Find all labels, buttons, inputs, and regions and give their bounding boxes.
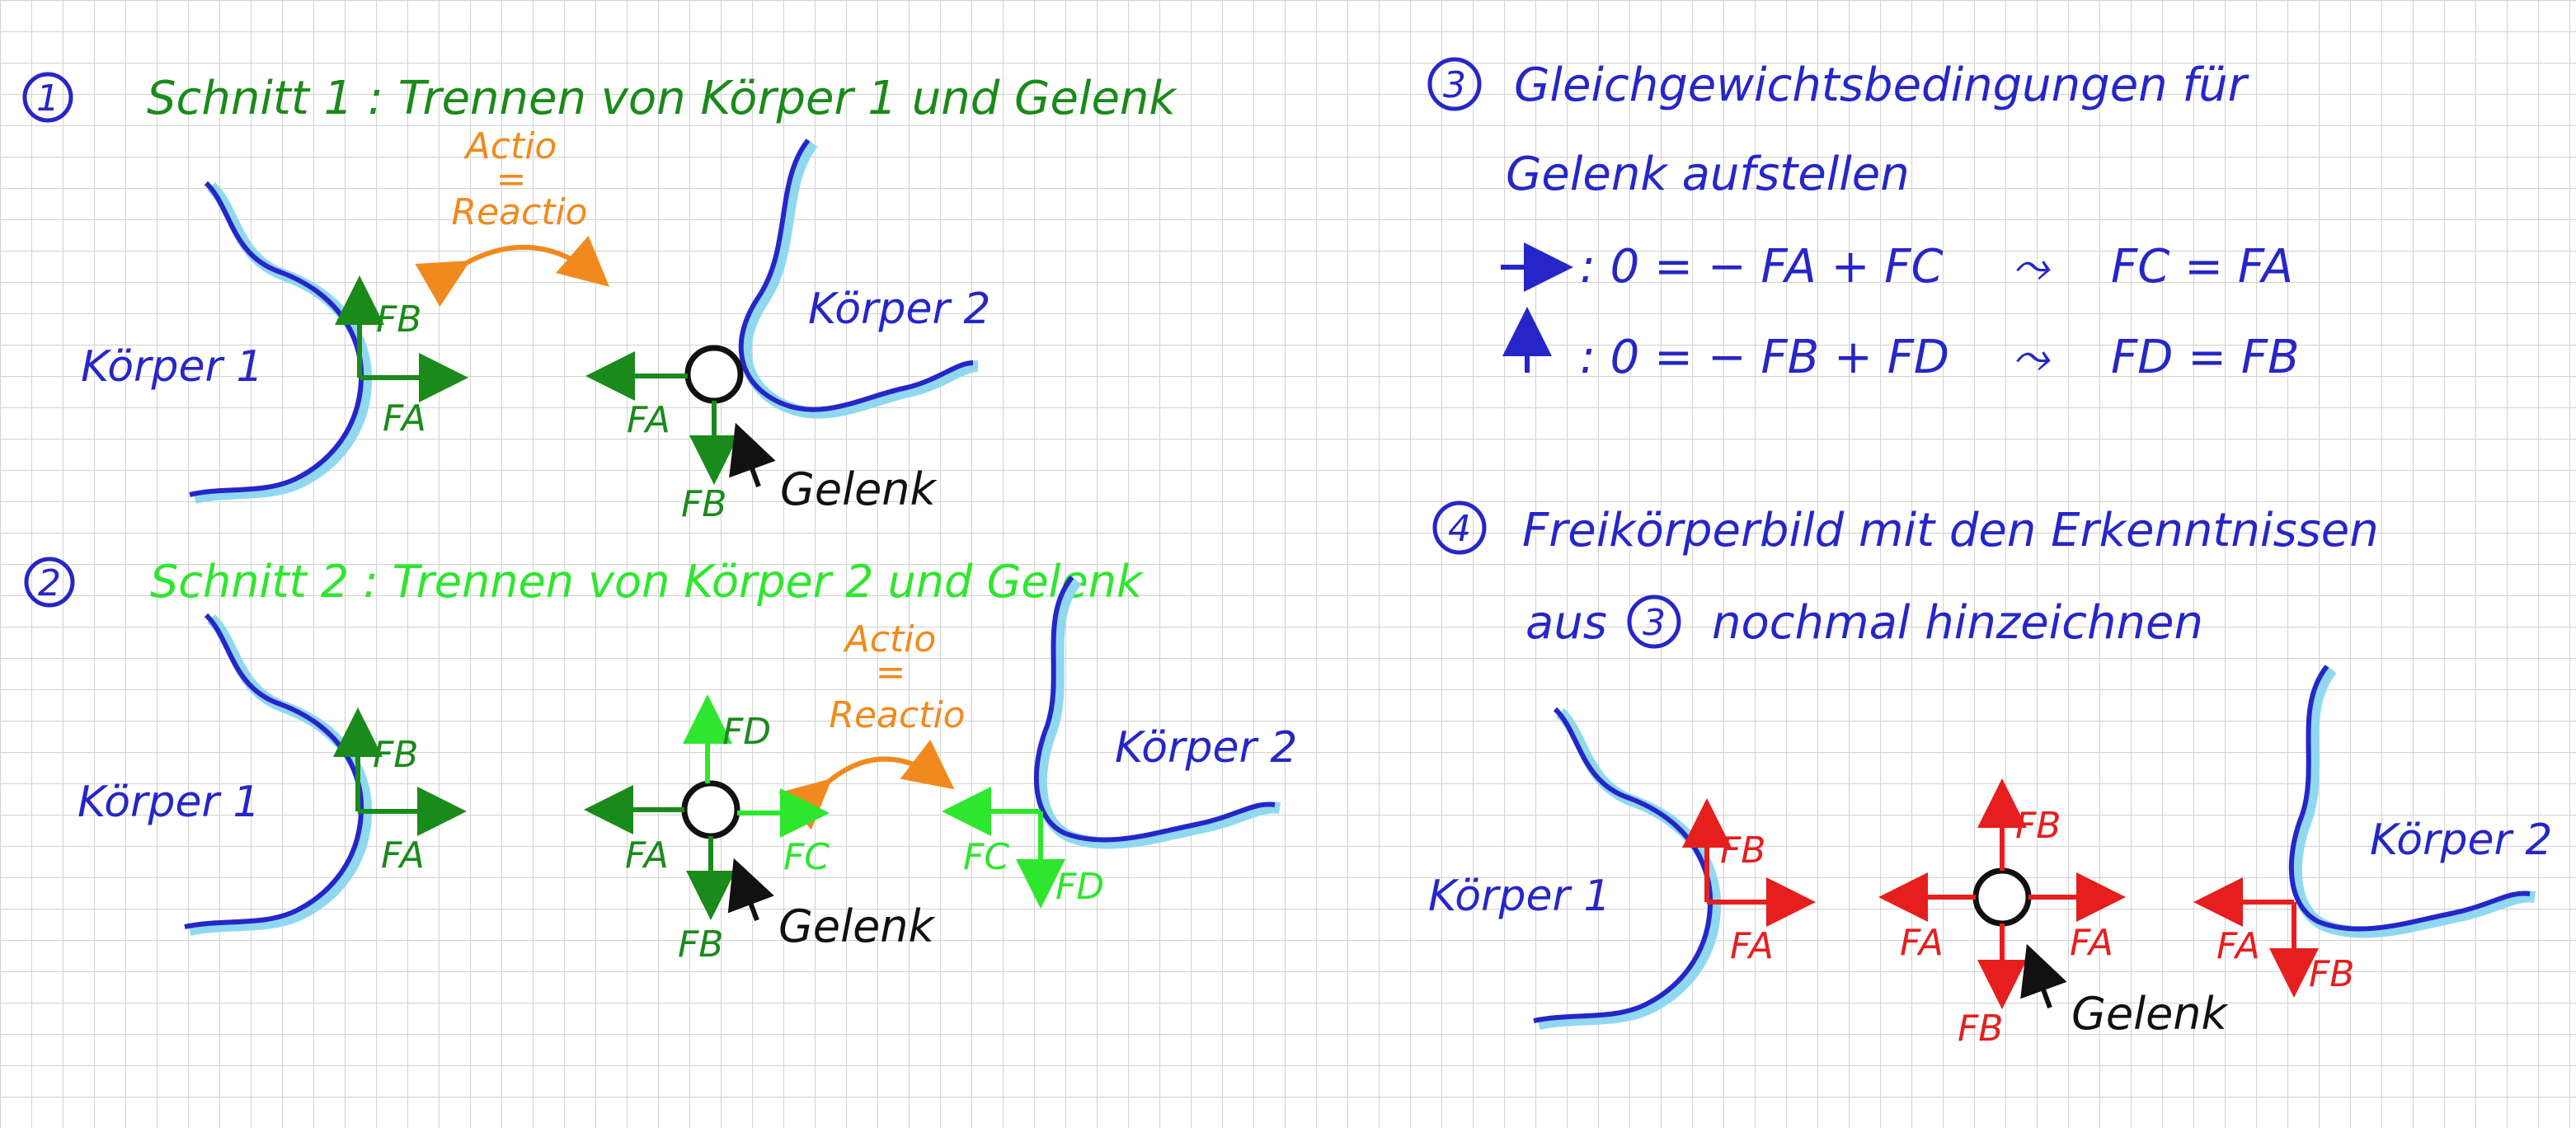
force-fa-joint-label: FA: [625, 834, 669, 877]
body-2-outline: [1033, 576, 1276, 843]
body-2-label: Körper 2: [1115, 723, 1297, 773]
force-fb-body2-label: FB: [2309, 953, 2355, 995]
section-1-number: 1: [36, 78, 59, 120]
section-2: 2 Schnitt 2 : Trennen von Körper 2 und G…: [24, 556, 1297, 966]
section-2-reactio: Reactio: [829, 694, 965, 736]
implies-symbol-1: ⤳: [2012, 240, 2051, 294]
joint-pointer: [2020, 943, 2067, 1009]
section-3-number-circle: [1427, 57, 1482, 111]
section-1-actio: Actio: [463, 125, 557, 167]
force-fb-label: FB: [376, 298, 422, 341]
force-fa-body2-label: FA: [2216, 925, 2260, 967]
joint-pointer: [729, 422, 776, 488]
force-fa-left-joint-label: FA: [1900, 922, 1944, 964]
force-fa-right-joint-label: FA: [2070, 922, 2113, 964]
section-1-equals: =: [496, 158, 527, 200]
force-fa-label: FA: [383, 397, 426, 439]
section-2-number: 2: [38, 562, 61, 604]
section-1-reactio: Reactio: [451, 191, 587, 233]
joint-circle: [684, 345, 744, 404]
equation-horizontal: : 0 = − FA + FC: [1580, 240, 1944, 294]
force-fc-joint-label: FC: [783, 836, 830, 878]
body-2-label: Körper 2: [808, 284, 990, 334]
result-fd-equals-fb: FD = FB: [2111, 331, 2299, 384]
section-2-actio-reactio-arrow: [778, 739, 955, 830]
section-1-title: Schnitt 1 : Trennen von Körper 1 und Gel…: [147, 72, 1178, 125]
section-3-number: 3: [1443, 64, 1466, 106]
force-fc-body2-label: FC: [963, 836, 1009, 878]
section-1-number-circle: [22, 72, 73, 123]
body-1-label: Körper 1: [78, 778, 260, 827]
section-3-title-line-2: Gelenk aufstellen: [1506, 148, 1910, 201]
joint-circle: [681, 780, 740, 839]
section-1: 1 Schnitt 1 : Trennen von Körper 1 und G…: [22, 72, 1178, 525]
equation-vertical: : 0 = − FB + FD: [1580, 331, 1949, 384]
force-fd-body2-label: FD: [1055, 866, 1104, 908]
force-fd-joint-label: FD: [722, 711, 771, 753]
force-fb-label: FB: [373, 734, 419, 776]
force-fb-down-joint-label: FB: [1958, 1008, 2004, 1050]
section-2-actio: Actio: [843, 618, 937, 660]
section-3-title-line-1: Gleichgewichtsbedingungen für: [1514, 59, 2249, 112]
section-4-number-circle: [1432, 501, 1487, 555]
section-2-equals: =: [876, 651, 906, 693]
force-fa-label: FA: [1730, 925, 1774, 967]
joint-label: Gelenk: [778, 900, 937, 952]
force-fa-label: FA: [381, 834, 425, 877]
joint-pointer: [727, 858, 774, 922]
body-1-label: Körper 1: [1428, 872, 1610, 921]
result-fc-equals-fa: FC = FA: [2111, 240, 2293, 294]
joint-label: Gelenk: [780, 463, 938, 515]
section-3: 3 Gleichgewichtsbedingungen für Gelenk a…: [1427, 57, 2299, 384]
section-4-title-line-2-a: aus: [1525, 596, 1607, 650]
section-1-actio-reactio-arrow: [415, 235, 610, 307]
body-2-label: Körper 2: [2370, 815, 2552, 865]
section-4-number: 4: [1448, 508, 1471, 550]
body-1-label: Körper 1: [81, 342, 263, 392]
force-fb-up-joint-label: FB: [2015, 805, 2061, 847]
force-fa-joint-label: FA: [627, 399, 670, 441]
force-fb-joint-label: FB: [681, 483, 727, 525]
section-4-ref-circle: [1627, 595, 1681, 649]
section-4-title-line-2-b: nochmal hinzeichnen: [1712, 596, 2203, 650]
body-2-outline: [738, 139, 974, 412]
force-fb-joint-label: FB: [678, 924, 724, 966]
section-2-title: Schnitt 2 : Trennen von Körper 2 und Gel…: [150, 556, 1145, 608]
body-1-outline: [1533, 707, 1713, 1023]
section-4-title-line-1: Freikörperbild mit den Erkenntnissen: [1522, 504, 2379, 557]
section-2-number-circle: [24, 557, 75, 608]
joint-circle: [1972, 867, 2032, 927]
implies-symbol-2: ⤳: [2012, 331, 2051, 384]
force-fb-label: FB: [1720, 830, 1766, 872]
section-4: 4 Freikörperbild mit den Erkenntnissen a…: [1428, 501, 2552, 1050]
body-2-outline: [2288, 665, 2531, 932]
joint-label: Gelenk: [2071, 988, 2230, 1040]
section-4-ref-number: 3: [1643, 602, 1666, 644]
